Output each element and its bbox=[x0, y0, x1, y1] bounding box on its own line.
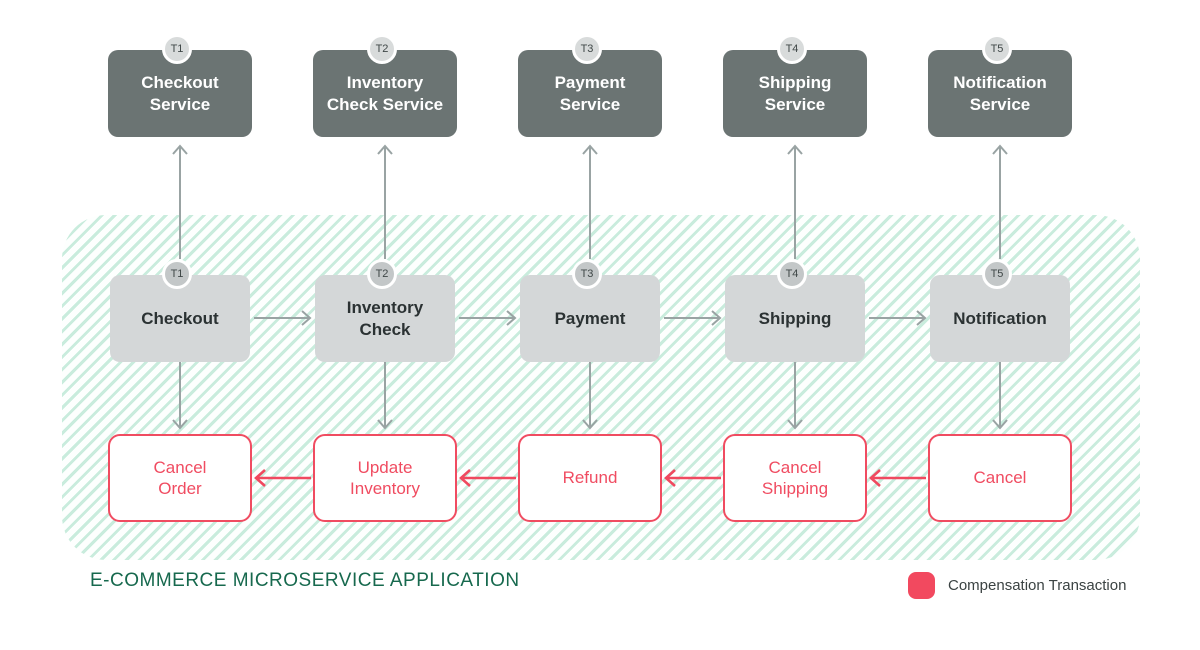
service-box-shipping: Shipping Service bbox=[723, 50, 867, 137]
diagram-title: E-COMMERCE MICROSERVICE APPLICATION bbox=[90, 570, 520, 591]
arrow-down-refund bbox=[582, 362, 598, 430]
arrow-cancel-to-cancel-shipping bbox=[869, 469, 926, 487]
transaction-badge: T1 bbox=[162, 259, 192, 289]
service-box-payment: Payment Service bbox=[518, 50, 662, 137]
service-box-notification: Notification Service bbox=[928, 50, 1072, 137]
arrow-payment-to-shipping bbox=[664, 310, 722, 326]
arrow-shipping-to-notification bbox=[869, 310, 927, 326]
transaction-badge: T4 bbox=[777, 259, 807, 289]
arrow-down-cancel bbox=[992, 362, 1008, 430]
compensation-box-update-inventory: Update Inventory bbox=[313, 434, 457, 522]
arrow-down-update-inventory bbox=[377, 362, 393, 430]
arrow-update-inventory-to-cancel-order bbox=[254, 469, 311, 487]
arrow-refund-to-update-inventory bbox=[459, 469, 516, 487]
transaction-box-checkout: Checkout bbox=[110, 275, 250, 362]
compensation-swatch-icon bbox=[908, 572, 935, 599]
arrow-cancel-shipping-to-refund bbox=[664, 469, 721, 487]
compensation-box-cancel-order: Cancel Order bbox=[108, 434, 252, 522]
transaction-box-inventory-check: Inventory Check bbox=[315, 275, 455, 362]
transaction-box-payment: Payment bbox=[520, 275, 660, 362]
arrow-up-checkout-service bbox=[172, 144, 188, 259]
transaction-badge: T2 bbox=[367, 34, 397, 64]
transaction-box-notification: Notification bbox=[930, 275, 1070, 362]
compensation-box-cancel: Cancel bbox=[928, 434, 1072, 522]
arrow-up-payment-service bbox=[582, 144, 598, 259]
transaction-badge: T2 bbox=[367, 259, 397, 289]
transaction-badge: T3 bbox=[572, 259, 602, 289]
service-box-inventory-check: Inventory Check Service bbox=[313, 50, 457, 137]
transaction-badge: T3 bbox=[572, 34, 602, 64]
arrow-up-shipping-service bbox=[787, 144, 803, 259]
legend: Compensation Transaction bbox=[908, 572, 1126, 599]
arrow-up-inventory-service bbox=[377, 144, 393, 259]
compensation-box-cancel-shipping: Cancel Shipping bbox=[723, 434, 867, 522]
arrow-down-cancel-order bbox=[172, 362, 188, 430]
arrow-inventory-to-payment bbox=[459, 310, 517, 326]
arrow-checkout-to-inventory bbox=[254, 310, 312, 326]
arrow-down-cancel-shipping bbox=[787, 362, 803, 430]
arrow-up-notification-service bbox=[992, 144, 1008, 259]
transaction-badge: T5 bbox=[982, 259, 1012, 289]
legend-label: Compensation Transaction bbox=[948, 577, 1127, 594]
service-box-checkout: Checkout Service bbox=[108, 50, 252, 137]
transaction-badge: T4 bbox=[777, 34, 807, 64]
transaction-badge: T5 bbox=[982, 34, 1012, 64]
transaction-badge: T1 bbox=[162, 34, 192, 64]
transaction-box-shipping: Shipping bbox=[725, 275, 865, 362]
compensation-box-refund: Refund bbox=[518, 434, 662, 522]
